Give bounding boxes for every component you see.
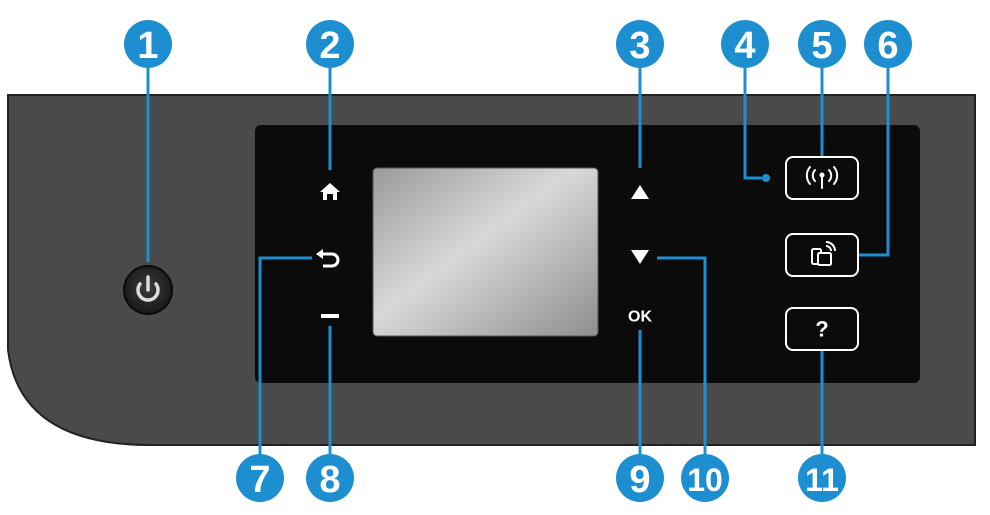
callout-label: 5 xyxy=(811,25,832,67)
callout-label: 8 xyxy=(319,459,340,501)
ok-button[interactable]: OK xyxy=(620,304,660,330)
callout-9: 9 xyxy=(616,454,664,502)
callout-label: 11 xyxy=(805,462,839,498)
callout-3: 3 xyxy=(616,20,664,68)
callout-5: 5 xyxy=(798,20,846,68)
home-button[interactable] xyxy=(316,178,344,204)
cancel-button[interactable] xyxy=(316,306,344,326)
callout-8: 8 xyxy=(306,454,354,502)
callout-10: 10 xyxy=(681,454,729,502)
power-button[interactable] xyxy=(123,265,173,315)
cancel-icon xyxy=(321,314,339,318)
ok-label: OK xyxy=(628,309,652,326)
callout-7: 7 xyxy=(236,454,284,502)
callout-label: 7 xyxy=(249,459,270,501)
up-arrow-icon xyxy=(631,185,649,199)
down-arrow-button[interactable] xyxy=(626,246,654,270)
wireless-icon xyxy=(805,166,839,189)
down-arrow-icon xyxy=(631,250,649,264)
callout-label: 1 xyxy=(137,25,158,67)
back-button[interactable] xyxy=(314,246,344,272)
leader-7 xyxy=(258,256,312,465)
power-icon xyxy=(136,275,160,302)
help-button[interactable]: ? xyxy=(785,307,859,351)
callout-label: 6 xyxy=(877,25,898,67)
wireless-status-light xyxy=(762,174,770,182)
leader-lines xyxy=(146,65,890,465)
callout-label: 3 xyxy=(629,25,650,67)
wifi-direct-icon xyxy=(811,241,836,266)
wifi-direct-button[interactable] xyxy=(785,233,859,277)
leader-6 xyxy=(858,65,890,257)
callout-11: 11 xyxy=(798,454,846,502)
leader-10 xyxy=(657,256,707,465)
wireless-button[interactable] xyxy=(785,156,859,200)
callout-label: 2 xyxy=(319,25,340,67)
leader-4 xyxy=(743,65,762,180)
home-icon xyxy=(320,183,340,200)
up-arrow-button[interactable] xyxy=(626,180,654,204)
callout-label: 9 xyxy=(629,459,650,501)
help-icon: ? xyxy=(815,317,828,342)
callout-label: 4 xyxy=(734,25,755,67)
callout-6: 6 xyxy=(864,20,912,68)
back-icon xyxy=(316,249,340,268)
callout-4: 4 xyxy=(721,20,769,68)
callout-label: 10 xyxy=(687,462,723,498)
callout-1: 1 xyxy=(124,20,172,68)
display-screen xyxy=(372,167,599,337)
callout-2: 2 xyxy=(306,20,354,68)
